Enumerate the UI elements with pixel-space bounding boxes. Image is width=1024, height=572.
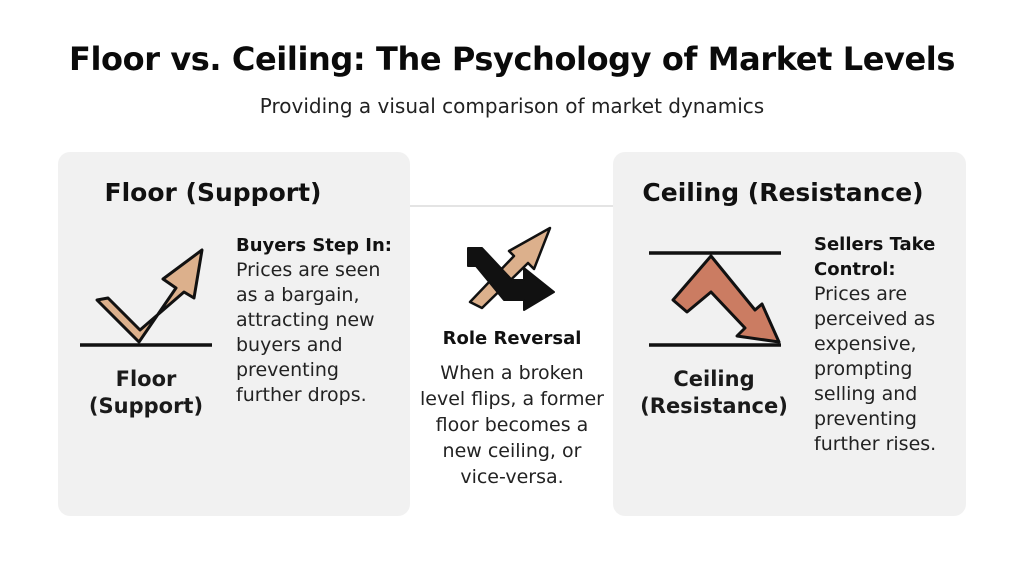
floor-description-heading: Buyers Step In: [236, 235, 392, 256]
floor-description: Buyers Step In: Prices are seen as a bar… [236, 233, 404, 408]
ceiling-card-title: Ceiling (Resistance) [642, 178, 924, 207]
ceiling-description-heading: Sellers Take Control: [814, 234, 936, 280]
floor-level-label: Floor (Support) [88, 367, 204, 418]
ceiling-description-body: Prices are perceived as expensive, promp… [814, 283, 937, 455]
page-title: Floor vs. Ceiling: The Psychology of Mar… [69, 40, 955, 78]
downward-rejection-arrow-icon [649, 251, 781, 347]
floor-card: Floor (Support) Floor (Support) Buyers S… [58, 152, 410, 516]
ceiling-card: Ceiling (Resistance) Ceiling (Resistance… [613, 152, 966, 516]
role-reversal-description: When a broken level flips, a former floo… [420, 362, 604, 488]
floor-card-title: Floor (Support) [104, 178, 322, 207]
upward-bounce-arrow-icon [80, 248, 212, 347]
crossing-arrows-icon [467, 226, 555, 311]
floor-description-body: Prices are seen as a bargain, attracting… [236, 259, 381, 406]
page-subtitle: Providing a visual comparison of market … [259, 94, 765, 118]
connector-line [410, 205, 614, 207]
role-reversal-title: Role Reversal [442, 328, 582, 349]
ceiling-level-label: Ceiling (Resistance) [640, 367, 788, 418]
ceiling-description: Sellers Take Control: Prices are perceiv… [814, 232, 962, 457]
